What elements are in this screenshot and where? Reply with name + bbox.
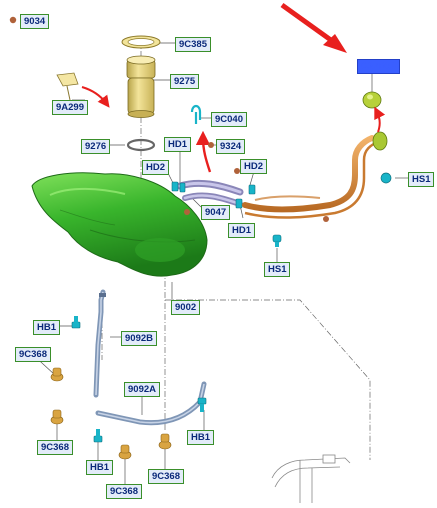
part-label-HS1-bottom[interactable]: HS1 [264,262,291,277]
part-label-9C368-bottom-right[interactable]: 9C368 [148,469,184,484]
nut-icon [158,433,172,450]
part-label-HD2-right[interactable]: HD2 [240,159,268,174]
pipe-outline-icon [271,454,351,503]
part-label-9C385[interactable]: 9C385 [175,37,211,52]
sender-bracket-icon [56,72,79,101]
bolt-icon [71,316,81,329]
part-label-HD1-top[interactable]: HD1 [164,137,192,152]
filler-pipe-icon [242,131,388,219]
part-label-HB1-right[interactable]: HB1 [187,430,215,445]
hose-clamp-icon [171,181,179,192]
part-label-9C368-bottom-left[interactable]: 9C368 [106,484,142,499]
nut-icon [118,444,132,460]
part-label-9092A[interactable]: 9092A [124,382,160,397]
part-label-9276[interactable]: 9276 [81,139,111,154]
hose-clamp-icon [248,184,256,195]
part-label-9034[interactable]: 9034 [20,14,50,29]
part-label-9324[interactable]: 9324 [216,139,246,154]
bolt-icon [197,397,207,412]
nut-icon [50,367,64,382]
nut-icon [50,409,64,425]
nut-fasteners [50,367,172,460]
hose-clamps [171,181,256,209]
arrow-icon [81,86,110,108]
fastener-icon [208,142,214,148]
arrow-icon [374,106,386,133]
clip-icon [380,172,392,184]
clip-icon [272,234,282,247]
part-label-9002[interactable]: 9002 [171,300,201,315]
hose-clamp-icon [235,198,243,209]
hose-assembly-icon [176,179,244,207]
callout-arrow-icon [280,2,347,53]
part-label-9275[interactable]: 9275 [170,74,200,89]
seal-icon [126,138,156,152]
part-label-HD2-left[interactable]: HD2 [142,160,170,175]
clip-icon [190,104,202,124]
part-label-HB1-bottom[interactable]: HB1 [86,460,114,475]
part-label-HD1-bottom[interactable]: HD1 [228,223,256,238]
part-label-HB1-left[interactable]: HB1 [33,320,61,335]
highlighted-part-label[interactable]: C27B36 [357,59,400,74]
part-label-9C040[interactable]: 9C040 [211,112,247,127]
screw-icon [9,16,17,24]
fastener-icon [323,216,329,222]
fuel-tank-icon [31,172,208,277]
part-label-9C368-upper[interactable]: 9C368 [15,347,51,362]
tank-strap-icon [93,289,106,398]
filler-cap-icon [362,91,382,109]
part-label-HS1-right[interactable]: HS1 [408,172,435,187]
fuel-pump-module-icon [126,55,156,118]
bolt-icon [93,429,103,443]
fastener-icon [234,168,240,174]
arrow-icon [195,130,212,173]
part-label-9C368-left[interactable]: 9C368 [37,440,73,455]
fastener-icon [184,209,190,215]
part-label-9047[interactable]: 9047 [201,205,231,220]
hose-clamp-icon [179,182,186,193]
part-label-9092B[interactable]: 9092B [121,331,157,346]
part-label-9A299[interactable]: 9A299 [52,100,88,115]
